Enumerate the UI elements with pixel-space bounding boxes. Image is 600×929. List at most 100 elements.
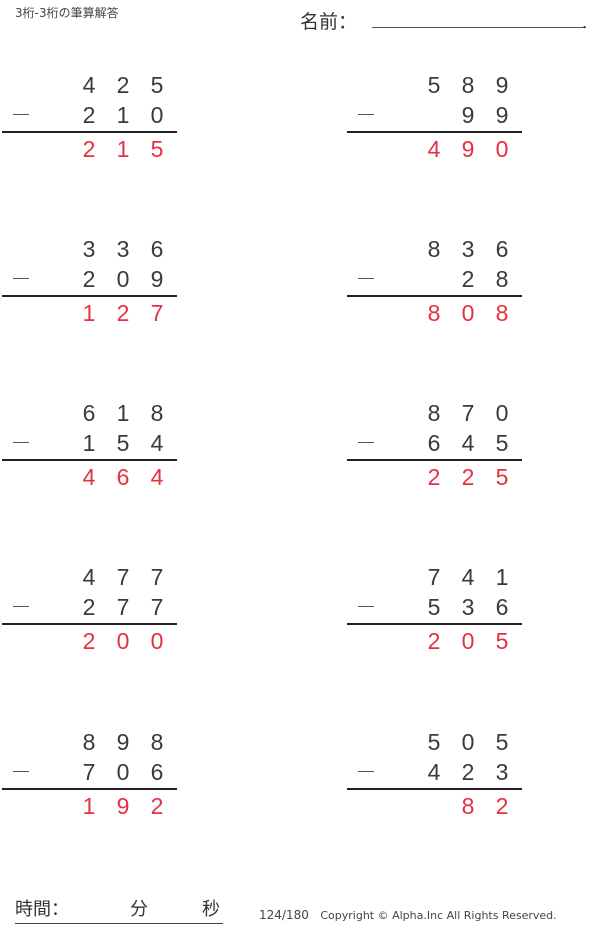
- answer-rule: [347, 131, 522, 133]
- minus-sign-icon: [13, 442, 29, 444]
- answer-digit: 2: [495, 793, 509, 819]
- answer-digit: 9: [461, 136, 475, 162]
- minus-sign-icon: [13, 114, 29, 116]
- answer-rule: [347, 623, 522, 625]
- copyright: Copyright © Alpha.Inc All Rights Reserve…: [320, 909, 557, 922]
- minuend-digit: 5: [150, 72, 164, 98]
- answer-digit: 2: [427, 628, 441, 654]
- minutes-label: 分: [130, 899, 148, 920]
- answer-digit: 8: [495, 300, 509, 326]
- subtrahend-digit: 2: [461, 266, 475, 292]
- subtrahend-digit: 2: [461, 759, 475, 785]
- minuend-digit: 3: [82, 236, 96, 262]
- minuend-digit: 3: [461, 236, 475, 262]
- footer: 124/180 Copyright © Alpha.Inc All Rights…: [259, 908, 557, 922]
- subtrahend-digit: 6: [427, 430, 441, 456]
- subtrahend-digit: 2: [82, 594, 96, 620]
- subtrahend-digit: 9: [461, 102, 475, 128]
- answer-digit: 7: [150, 300, 164, 326]
- subtrahend-digit: 1: [82, 430, 96, 456]
- minuend-digit: 0: [461, 729, 475, 755]
- subtrahend-digit: 6: [150, 759, 164, 785]
- answer-rule: [2, 459, 177, 461]
- answer-rule: [347, 788, 522, 790]
- subtrahend-digit: 4: [150, 430, 164, 456]
- minus-sign-icon: [358, 114, 374, 116]
- name-end-dot: .: [582, 13, 588, 32]
- subtrahend-digit: 4: [427, 759, 441, 785]
- subtrahend-digit: 4: [461, 430, 475, 456]
- answer-digit: 2: [82, 136, 96, 162]
- minuend-digit: 7: [116, 564, 130, 590]
- answer-digit: 5: [495, 464, 509, 490]
- time-field[interactable]: 時間： 分 秒: [15, 898, 223, 924]
- answer-digit: 9: [116, 793, 130, 819]
- answer-rule: [2, 623, 177, 625]
- minuend-digit: 8: [461, 72, 475, 98]
- subtrahend-digit: 7: [150, 594, 164, 620]
- subtrahend-digit: 1: [116, 102, 130, 128]
- answer-digit: 5: [495, 628, 509, 654]
- name-label: 名前：: [300, 11, 358, 33]
- subtrahend-digit: 2: [82, 102, 96, 128]
- answer-digit: 4: [150, 464, 164, 490]
- name-field[interactable]: 名前： .: [300, 4, 587, 34]
- time-label: 時間：: [15, 899, 69, 920]
- subtrahend-digit: 5: [495, 430, 509, 456]
- minuend-digit: 8: [82, 729, 96, 755]
- subtrahend-digit: 9: [495, 102, 509, 128]
- time-underline: [15, 923, 223, 924]
- minuend-digit: 7: [427, 564, 441, 590]
- answer-digit: 0: [461, 628, 475, 654]
- minuend-digit: 4: [82, 564, 96, 590]
- page-number: 124/180: [259, 908, 309, 922]
- minuend-digit: 7: [150, 564, 164, 590]
- minuend-digit: 8: [427, 236, 441, 262]
- minuend-digit: 9: [116, 729, 130, 755]
- minuend-digit: 1: [116, 400, 130, 426]
- subtrahend-digit: 2: [82, 266, 96, 292]
- seconds-label: 秒: [202, 899, 220, 920]
- answer-digit: 6: [116, 464, 130, 490]
- minuend-digit: 6: [495, 236, 509, 262]
- answer-digit: 0: [150, 628, 164, 654]
- answer-rule: [2, 131, 177, 133]
- minuend-digit: 4: [461, 564, 475, 590]
- subtrahend-digit: 3: [461, 594, 475, 620]
- answer-digit: 0: [116, 628, 130, 654]
- minuend-digit: 4: [82, 72, 96, 98]
- answer-digit: 8: [461, 793, 475, 819]
- subtrahend-digit: 5: [116, 430, 130, 456]
- minuend-digit: 8: [150, 400, 164, 426]
- answer-digit: 2: [82, 628, 96, 654]
- minuend-digit: 2: [116, 72, 130, 98]
